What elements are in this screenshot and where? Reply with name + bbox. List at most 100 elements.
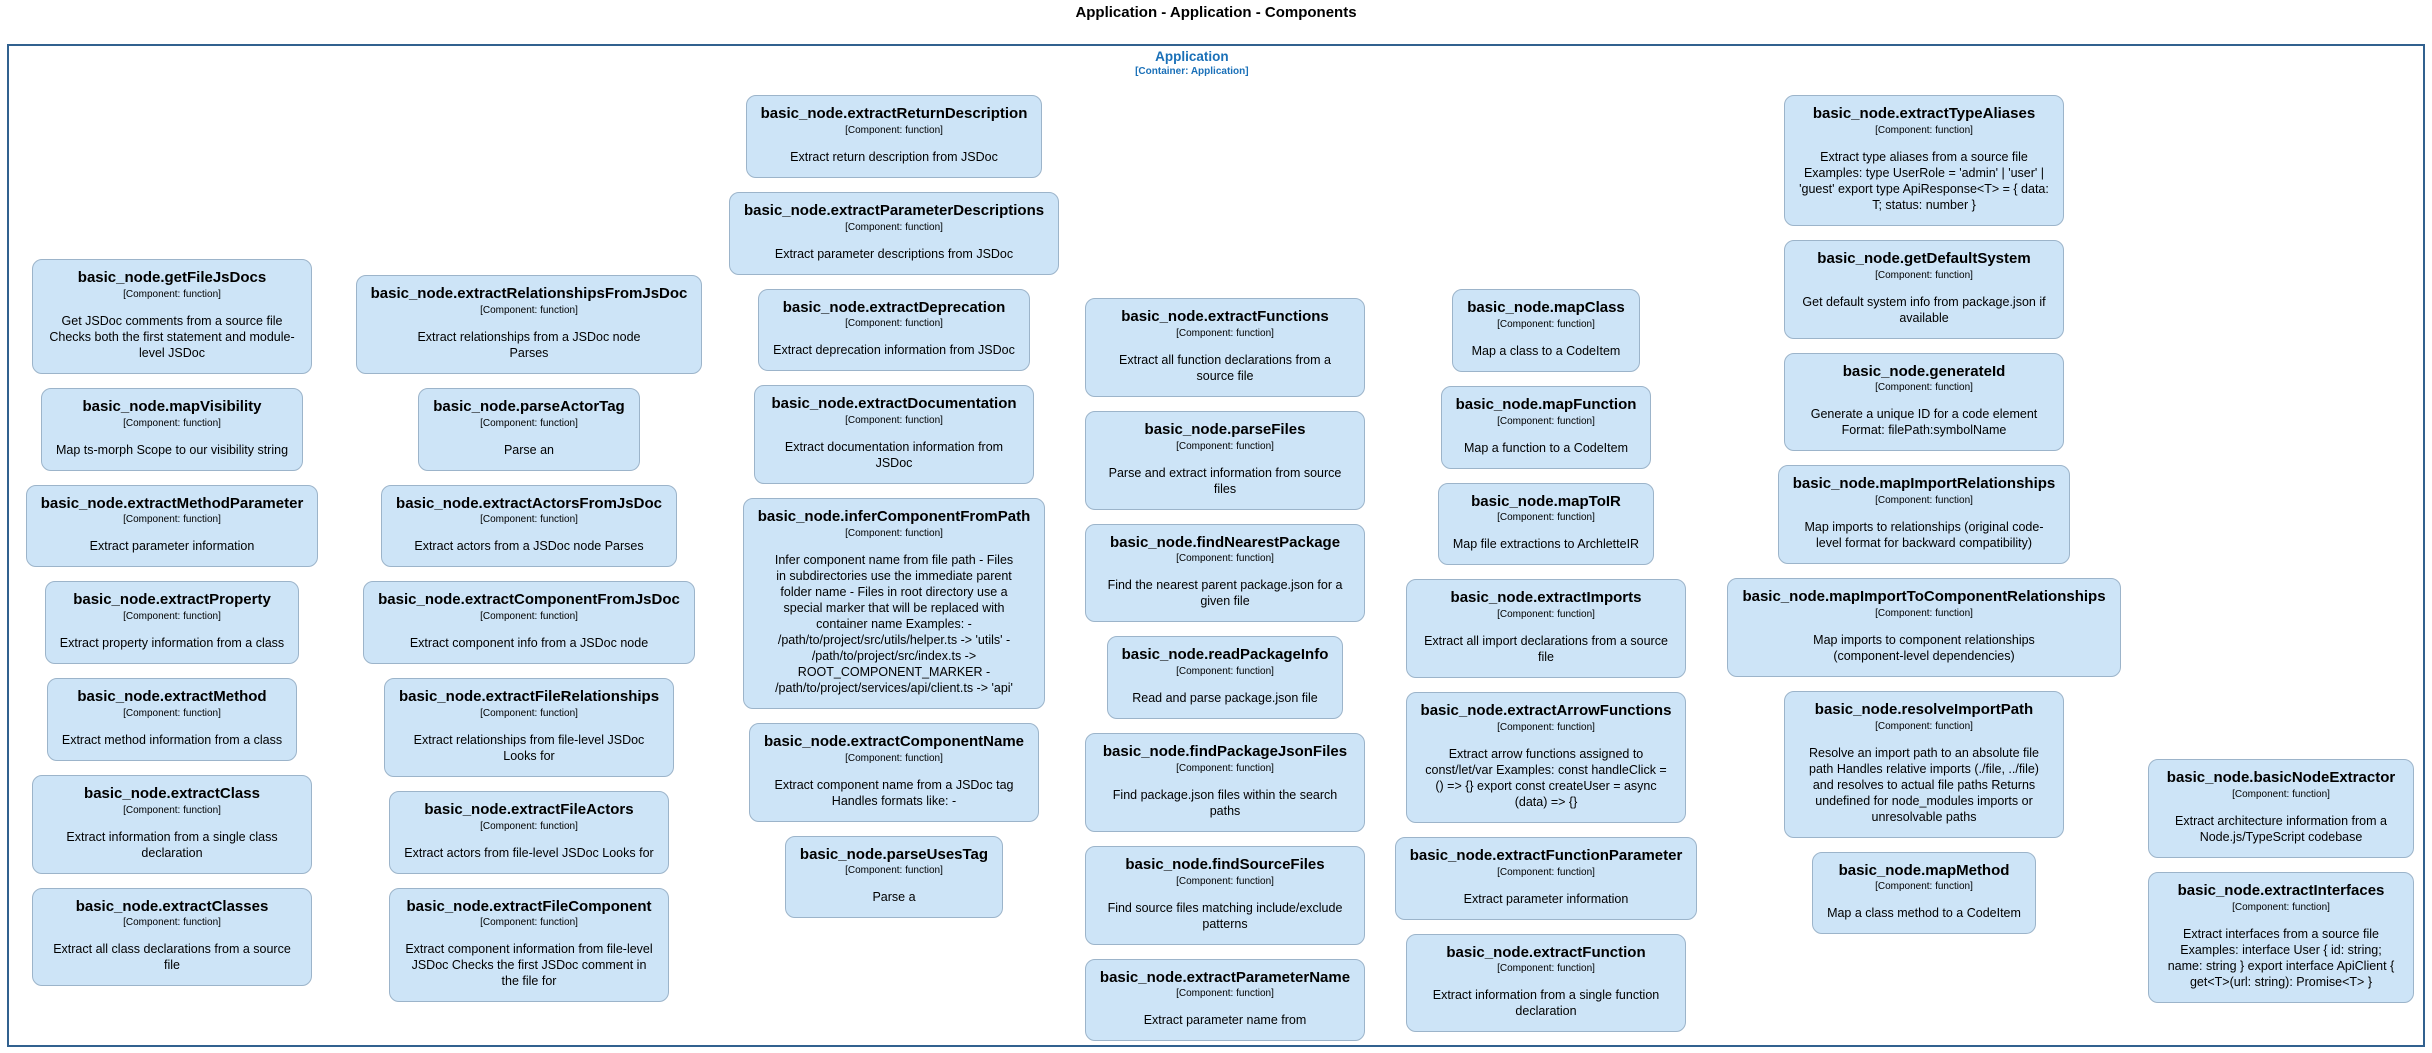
component-box: basic_node.extractReturnDescription [Com… <box>745 95 1043 178</box>
component-box: basic_node.getDefaultSystem [Component: … <box>1784 239 2064 339</box>
component-meta: [Component: function] <box>123 417 221 429</box>
component-description: Map imports to relationships (original c… <box>1804 520 2044 550</box>
component-box: basic_node.findSourceFiles [Component: f… <box>1085 845 1365 945</box>
component-box: basic_node.mapMethod [Component: functio… <box>1812 851 2036 935</box>
component-meta: [Component: function] <box>1176 762 1274 774</box>
component-description: Generate a unique ID for a code element … <box>1810 407 2038 438</box>
component-description: Extract information from a single class … <box>66 829 278 860</box>
component-meta: [Component: function] <box>480 304 578 316</box>
component-title: basic_node.extractImports <box>1450 589 1642 607</box>
component-box: basic_node.readPackageInfo [Component: f… <box>1106 636 1344 719</box>
component-meta: [Component: function] <box>1497 318 1595 330</box>
component-description: Extract all import declarations from a s… <box>1424 634 1668 664</box>
component-box: basic_node.extractProperty [Component: f… <box>44 581 300 664</box>
component-title: basic_node.mapVisibility <box>82 397 262 415</box>
component-description: Extract component info from a JSDoc node <box>409 636 649 650</box>
component-box: basic_node.resolveImportPath [Component:… <box>1784 690 2064 838</box>
component-description: Map a class to a CodeItem <box>1471 343 1621 358</box>
component-meta: [Component: function] <box>1497 963 1595 975</box>
component-description: Extract information from a single functi… <box>1432 988 1660 1019</box>
component-description: Map a class method to a CodeItem <box>1827 906 2021 921</box>
component-title: basic_node.extractFileActors <box>424 800 634 818</box>
component-title: basic_node.parseFiles <box>1144 420 1306 438</box>
component-box: basic_node.mapClass [Component: function… <box>1452 289 1640 372</box>
component-title: basic_node.generateId <box>1842 362 2006 380</box>
component-box: basic_node.extractComponentFromJsDoc [Co… <box>363 581 695 664</box>
component-meta: [Component: function] <box>1875 382 1973 394</box>
component-description: Extract all function declarations from a… <box>1119 352 1331 383</box>
component-title: basic_node.inferComponentFromPath <box>757 508 1031 525</box>
component-meta: [Component: function] <box>123 804 221 816</box>
component-box: basic_node.extractFileActors [Component:… <box>389 790 669 874</box>
component-meta: [Component: function] <box>123 611 221 622</box>
component-meta: [Component: function] <box>1497 721 1595 733</box>
component-description: Find package.json files within the searc… <box>1112 787 1338 818</box>
component-title: basic_node.parseUsesTag <box>799 845 989 863</box>
component-box: basic_node.mapImportToComponentRelations… <box>1727 578 2121 677</box>
component-box: basic_node.extractActorsFromJsDoc [Compo… <box>381 484 677 568</box>
diagram-column-3: basic_node.extractReturnDescription [Com… <box>728 95 1060 919</box>
component-meta: [Component: function] <box>480 917 578 929</box>
component-meta: [Component: function] <box>480 514 578 526</box>
component-box: basic_node.mapVisibility [Component: fun… <box>40 387 304 471</box>
component-box: basic_node.extractComponentName [Compone… <box>748 722 1040 822</box>
component-description: Extract parameter information <box>1463 891 1629 906</box>
component-description: Extract all class declarations from a so… <box>53 942 291 973</box>
component-description: Extract type aliases from a source file … <box>1799 149 2049 212</box>
component-meta: [Component: function] <box>480 707 578 719</box>
component-description: Extract architecture information from a … <box>2175 813 2387 844</box>
component-title: basic_node.mapFunction <box>1455 395 1637 413</box>
component-description: Extract parameter descriptions from JSDo… <box>774 246 1014 261</box>
component-meta: [Component: function] <box>1176 553 1274 565</box>
component-title: basic_node.basicNodeExtractor <box>2166 769 2396 786</box>
component-meta: [Component: function] <box>1875 881 1973 893</box>
component-meta: [Component: function] <box>1497 609 1595 620</box>
component-title: basic_node.extractActorsFromJsDoc <box>396 494 662 512</box>
component-description: Extract parameter name from <box>1143 1013 1307 1028</box>
component-box: basic_node.extractParameterName [Compone… <box>1084 958 1366 1042</box>
component-description: Read and parse package.json file <box>1132 691 1318 705</box>
component-description: Parse an <box>503 442 554 457</box>
component-title: basic_node.getFileJsDocs <box>77 269 267 286</box>
component-box: basic_node.mapToIR [Component: function]… <box>1437 482 1655 566</box>
component-box: basic_node.extractParameterDescriptions … <box>728 191 1060 275</box>
diagram-column-4: basic_node.extractFunctions [Component: … <box>1075 298 1375 1042</box>
component-meta: [Component: function] <box>480 417 578 429</box>
component-meta: [Component: function] <box>123 707 221 719</box>
component-box: basic_node.extractFunction [Component: f… <box>1406 933 1686 1033</box>
component-description: Map a function to a CodeItem <box>1464 440 1628 455</box>
component-box: basic_node.extractFileRelationships [Com… <box>383 678 675 777</box>
component-title: basic_node.getDefaultSystem <box>1817 249 2031 267</box>
component-title: basic_node.extractDeprecation <box>782 298 1006 316</box>
diagram-container: Application [Container: Application] bas… <box>7 44 2425 1047</box>
component-meta: [Component: function] <box>1176 875 1274 887</box>
component-description: Map file extractions to ArchletteIR <box>1452 537 1640 552</box>
component-description: Map ts-morph Scope to our visibility str… <box>55 442 289 457</box>
component-meta: [Component: function] <box>845 318 943 330</box>
component-description: Extract actors from file-level JSDoc Loo… <box>404 845 654 860</box>
component-title: basic_node.extractFunction <box>1446 943 1646 961</box>
component-meta: [Component: function] <box>1875 720 1973 732</box>
component-box: basic_node.extractDocumentation [Compone… <box>754 385 1034 484</box>
component-title: basic_node.extractProperty <box>73 591 271 609</box>
component-box: basic_node.extractDeprecation [Component… <box>758 288 1030 372</box>
component-title: basic_node.extractArrowFunctions <box>1420 702 1672 719</box>
component-title: basic_node.findSourceFiles <box>1125 855 1325 873</box>
diagram-column-6: basic_node.extractTypeAliases [Component… <box>1719 95 2129 935</box>
component-box: basic_node.parseFiles [Component: functi… <box>1085 410 1365 510</box>
component-title: basic_node.extractComponentName <box>763 732 1025 750</box>
component-box: basic_node.extractFunctions [Component: … <box>1085 298 1365 397</box>
component-meta: [Component: function] <box>845 865 943 877</box>
page-title: Application - Application - Components <box>1075 4 1357 21</box>
component-meta: [Component: function] <box>480 820 578 832</box>
component-description: Extract relationships from a JSDoc node … <box>417 329 641 360</box>
component-meta: [Component: function] <box>1497 866 1595 878</box>
component-title: basic_node.parseActorTag <box>433 397 625 415</box>
component-box: basic_node.parseUsesTag [Component: func… <box>784 835 1004 919</box>
component-meta: [Component: function] <box>1176 327 1274 339</box>
component-title: basic_node.mapMethod <box>1838 861 2010 879</box>
component-description: Find the nearest parent package.json for… <box>1107 578 1343 609</box>
component-box: basic_node.extractMethod [Component: fun… <box>46 678 298 761</box>
component-title: basic_node.extractMethod <box>77 688 267 705</box>
component-box: basic_node.getFileJsDocs [Component: fun… <box>32 259 312 374</box>
